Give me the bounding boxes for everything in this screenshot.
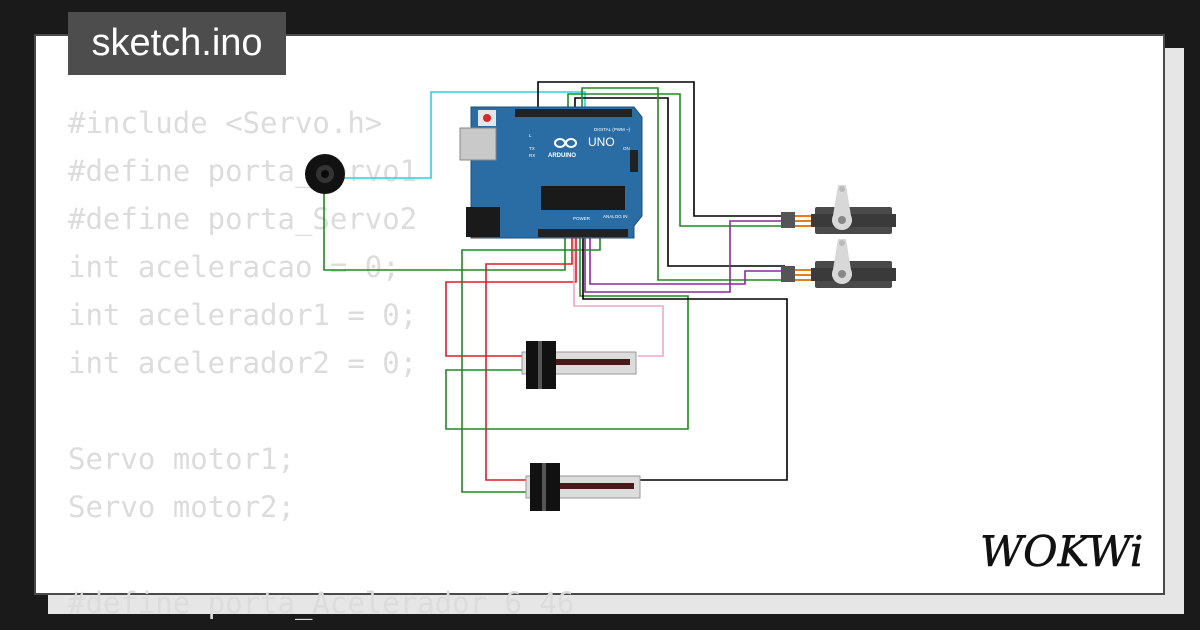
rx-label: RX	[529, 153, 535, 158]
code-line: #define porta_Acelerador 6 46	[68, 586, 575, 620]
board-brand: ARDUINO	[548, 153, 576, 159]
wire-black	[574, 97, 785, 267]
wire-black	[537, 81, 785, 217]
arduino-logo-icon	[554, 138, 577, 148]
wire-green	[461, 235, 601, 493]
slide-potentiometer-2[interactable]	[525, 463, 641, 511]
wires	[323, 81, 788, 493]
code-line: #define porta_Servo2	[68, 202, 418, 236]
usb-port	[459, 127, 497, 161]
servo-motor-1[interactable]	[781, 185, 896, 234]
analog-label: ANALOG IN	[603, 214, 628, 219]
power-label: POWER	[573, 216, 591, 221]
wire-black	[582, 235, 788, 481]
wire-green	[567, 93, 785, 227]
slide-potentiometer-1[interactable]	[521, 341, 637, 389]
sketch-title: sketch.ino	[68, 12, 286, 75]
code-line: int aceleracao = 0;	[68, 250, 400, 284]
l-label: L	[529, 133, 532, 138]
microcontroller-chip	[541, 186, 625, 210]
on-label: ON	[623, 146, 630, 151]
digital-label: DIGITAL (PWM ~)	[594, 127, 631, 132]
tx-label: TX	[529, 146, 535, 151]
code-line: Servo motor2;	[68, 490, 295, 524]
wire-pink	[573, 235, 664, 357]
code-line: Servo motor1;	[68, 442, 295, 476]
wire-purple	[584, 220, 785, 293]
buzzer[interactable]	[305, 154, 345, 194]
arduino-uno-board[interactable]: UNO ARDUINO DIGITAL (PWM ~) POWER ANALOG…	[459, 106, 643, 239]
power-jack	[466, 207, 500, 237]
wire-green	[581, 87, 785, 281]
svg-text:WOKWi: WOKWi	[980, 527, 1143, 576]
wire-red	[485, 235, 573, 481]
wire-green	[445, 235, 689, 430]
code-line: int acelerador2 = 0;	[68, 346, 418, 380]
wire-cyan	[340, 91, 586, 179]
board-model: UNO	[588, 135, 615, 149]
wire-red	[445, 235, 577, 357]
wokwi-logo: WOKWi	[980, 527, 1144, 577]
wire-green	[323, 190, 566, 271]
wire-purple	[589, 235, 785, 285]
code-line: #include <Servo.h>	[68, 106, 383, 140]
servo-motor-2[interactable]	[781, 239, 896, 288]
code-line: int acelerador1 = 0;	[68, 298, 418, 332]
